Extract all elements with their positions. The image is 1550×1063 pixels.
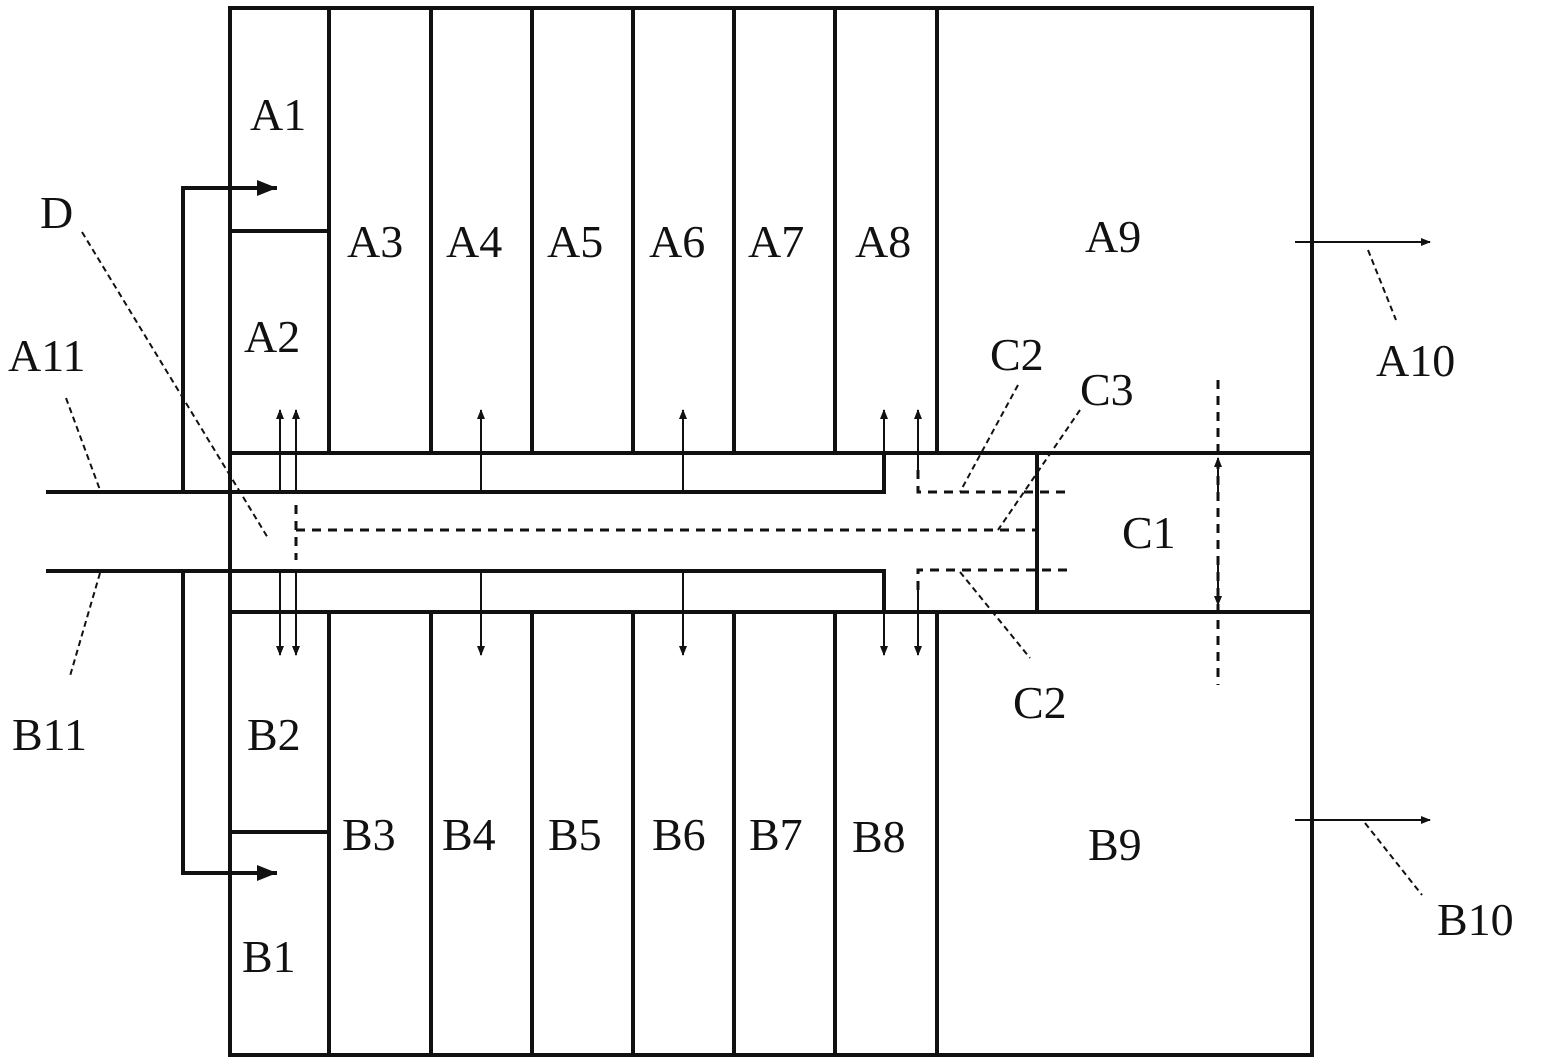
label-a4: A4 bbox=[446, 216, 502, 267]
label-a2: A2 bbox=[244, 311, 300, 362]
label-c3: C3 bbox=[1080, 364, 1134, 415]
label-b6: B6 bbox=[652, 809, 706, 860]
label-b3: B3 bbox=[342, 809, 396, 860]
label-b10: B10 bbox=[1437, 894, 1514, 945]
outer-frame bbox=[228, 6, 1314, 1057]
dashed-chambers bbox=[294, 380, 1220, 685]
leader-lines bbox=[65, 231, 1423, 896]
label-a6: A6 bbox=[649, 216, 705, 267]
label-c1: C1 bbox=[1122, 507, 1176, 558]
label-a3: A3 bbox=[347, 216, 403, 267]
label-b8: B8 bbox=[852, 811, 906, 862]
label-a5: A5 bbox=[547, 216, 603, 267]
upper-dividers bbox=[228, 6, 939, 455]
label-a10: A10 bbox=[1376, 335, 1455, 386]
upflow-arrows bbox=[276, 409, 922, 492]
label-b4: B4 bbox=[442, 809, 496, 860]
label-b5: B5 bbox=[548, 809, 602, 860]
bypass-a1 bbox=[181, 180, 277, 494]
label-a9: A9 bbox=[1085, 211, 1141, 262]
label-a8: A8 bbox=[855, 216, 911, 267]
label-b2: B2 bbox=[247, 709, 301, 760]
label-a7: A7 bbox=[748, 216, 804, 267]
label-b1: B1 bbox=[242, 931, 296, 982]
label-d: D bbox=[40, 187, 73, 238]
label-c2-top: C2 bbox=[990, 329, 1044, 380]
lower-dividers bbox=[228, 610, 939, 1057]
label-b7: B7 bbox=[749, 809, 803, 860]
label-b9: B9 bbox=[1088, 819, 1142, 870]
label-a1: A1 bbox=[250, 89, 306, 140]
label-b11: B11 bbox=[12, 709, 87, 760]
label-c2-bottom: C2 bbox=[1013, 677, 1067, 728]
label-a11: A11 bbox=[8, 330, 86, 381]
bypass-b1 bbox=[181, 569, 277, 881]
labels: A1 A2 A3 A4 A5 A6 A7 A8 A9 A10 A11 D C2 … bbox=[8, 89, 1514, 982]
downflow-arrows bbox=[276, 571, 922, 656]
